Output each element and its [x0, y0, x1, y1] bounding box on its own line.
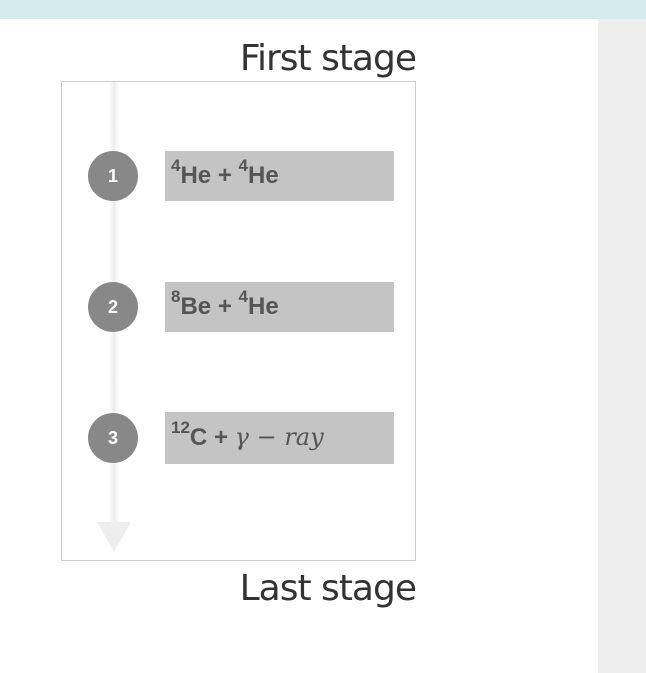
step-number-1: 1 — [88, 151, 138, 201]
element: He — [180, 162, 212, 189]
draggable-item-1[interactable]: 4He + 4He — [165, 151, 394, 201]
element: Be — [180, 293, 212, 320]
top-bar — [0, 0, 646, 19]
first-stage-label: First stage — [239, 38, 417, 79]
element: He — [247, 162, 279, 189]
draggable-item-3[interactable]: 12C + γ − ray — [165, 412, 394, 464]
plus-operator: + — [217, 162, 232, 189]
mass-number: 4 — [171, 156, 181, 175]
element: C — [189, 424, 208, 451]
ordering-container: 1 4He + 4He 2 8Be + 4He 3 12C + γ − ray — [61, 81, 416, 561]
draggable-item-2[interactable]: 8Be + 4He — [165, 282, 394, 332]
mass-number: 12 — [171, 418, 190, 437]
mass-number: 4 — [238, 156, 248, 175]
element: He — [247, 293, 279, 320]
mass-number: 4 — [238, 287, 248, 306]
plus-operator: + — [217, 293, 232, 320]
gamma-ray-term: γ − ray — [234, 423, 324, 451]
right-sidebar — [598, 19, 646, 673]
last-stage-label: Last stage — [239, 568, 417, 609]
step-number-2: 2 — [88, 282, 138, 332]
mass-number: 8 — [171, 287, 181, 306]
step-number-3: 3 — [88, 413, 138, 463]
plus-operator: + — [213, 424, 228, 451]
arrow-down-icon — [97, 522, 131, 552]
